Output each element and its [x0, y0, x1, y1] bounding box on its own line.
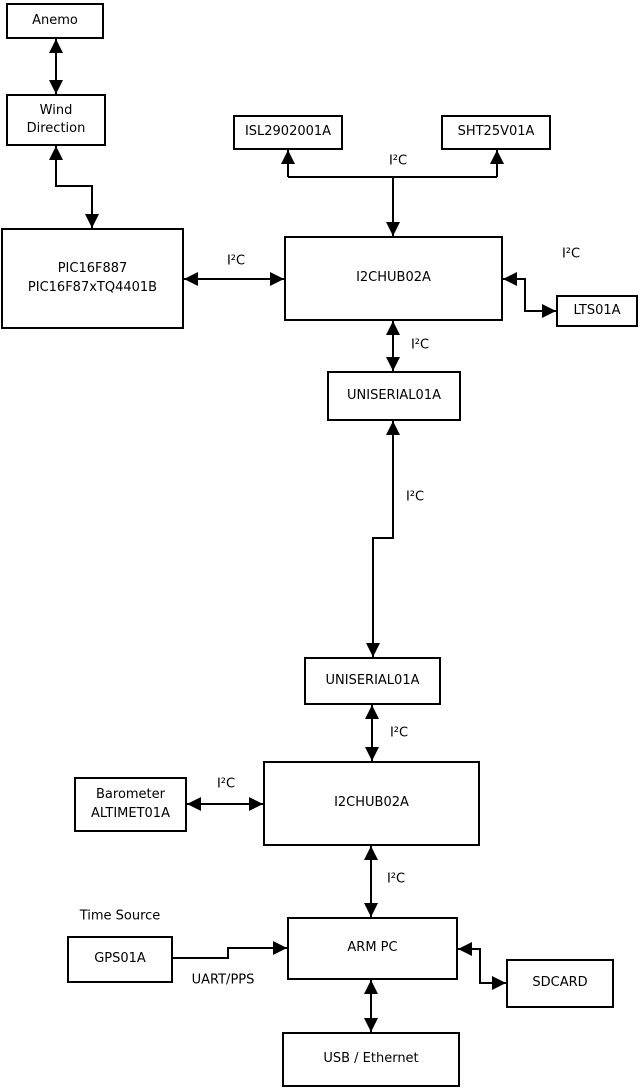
node-pic16f887-label-line2: PIC16F87xTQ4401B	[27, 279, 158, 295]
node-pic16f887-label-line1: PIC16F887	[57, 261, 128, 277]
node-uniserial01a-1: UNISERIAL01A	[327, 371, 461, 421]
label-time-source: Time Source	[79, 908, 161, 924]
node-pic16f887: PIC16F887 PIC16F87xTQ4401B	[1, 228, 184, 329]
node-wind-direction-label-line2: Direction	[26, 121, 86, 136]
node-isl2902001a: ISL2902001A	[233, 115, 343, 150]
node-i2chub02a-1: I2CHUB02A	[284, 236, 503, 321]
node-lts01a-label: LTS01A	[573, 302, 621, 318]
node-sdcard: SDCARD	[506, 959, 614, 1008]
edge-gps-armpc	[173, 941, 287, 959]
edge-winddirection-pic	[49, 146, 99, 228]
node-i2chub02a-1-label: I2CHUB02A	[356, 270, 431, 286]
node-usb-ethernet: USB / Ethernet	[282, 1032, 460, 1087]
node-arm-pc: ARM PC	[287, 917, 458, 980]
node-uniserial01a-2-label: UNISERIAL01A	[325, 672, 420, 688]
node-gps01a-label: GPS01A	[94, 951, 146, 967]
edge-armpc-sdcard	[458, 942, 506, 990]
label-i2c-i2chub2-armpc: I²C	[386, 871, 406, 887]
edge-uniserial1-uniserial2	[366, 421, 400, 657]
node-anemo: Anemo	[6, 3, 104, 39]
node-i2chub02a-2: I2CHUB02A	[263, 761, 480, 846]
edge-i2chub1-lts	[503, 272, 556, 318]
node-sdcard-label: SDCARD	[532, 975, 588, 991]
node-anemo-label: Anemo	[32, 12, 78, 28]
label-i2c-uniserial2-i2chub2: I²C	[389, 725, 409, 741]
label-i2c-i2chub1-uniserial1: I²C	[410, 337, 430, 353]
label-i2c-i2chub1-lts: I²C	[561, 246, 581, 262]
node-barometer-label-line2: ALTIMET01A	[91, 805, 170, 821]
node-uniserial01a-1-label: UNISERIAL01A	[347, 387, 441, 403]
node-i2chub02a-2-label: I2CHUB02A	[334, 795, 409, 811]
label-i2c-pic-i2chub1: I²C	[226, 253, 246, 269]
node-gps01a: GPS01A	[67, 936, 173, 983]
node-wind-direction-label-line1: Wind	[39, 102, 73, 118]
node-wind-direction: Wind Direction	[6, 94, 106, 146]
label-uart-pps: UART/PPS	[191, 972, 255, 988]
node-arm-pc-label: ARM PC	[347, 940, 398, 956]
node-uniserial01a-2: UNISERIAL01A	[304, 657, 441, 705]
node-sht25v01a: SHT25V01A	[441, 115, 551, 150]
label-i2c-barometer-i2chub2: I²C	[216, 776, 236, 792]
node-lts01a: LTS01A	[556, 295, 638, 327]
node-sht25v01a-label: SHT25V01A	[457, 124, 535, 140]
label-i2c-top-bus: I²C	[388, 153, 408, 169]
node-isl2902001a-label: ISL2902001A	[244, 124, 332, 140]
node-barometer-altimet01a: Barometer ALTIMET01A	[74, 777, 187, 832]
node-barometer-label-line1: Barometer	[96, 787, 165, 803]
node-usb-ethernet-label: USB / Ethernet	[323, 1051, 419, 1067]
label-i2c-uniserial-link: I²C	[405, 489, 425, 505]
